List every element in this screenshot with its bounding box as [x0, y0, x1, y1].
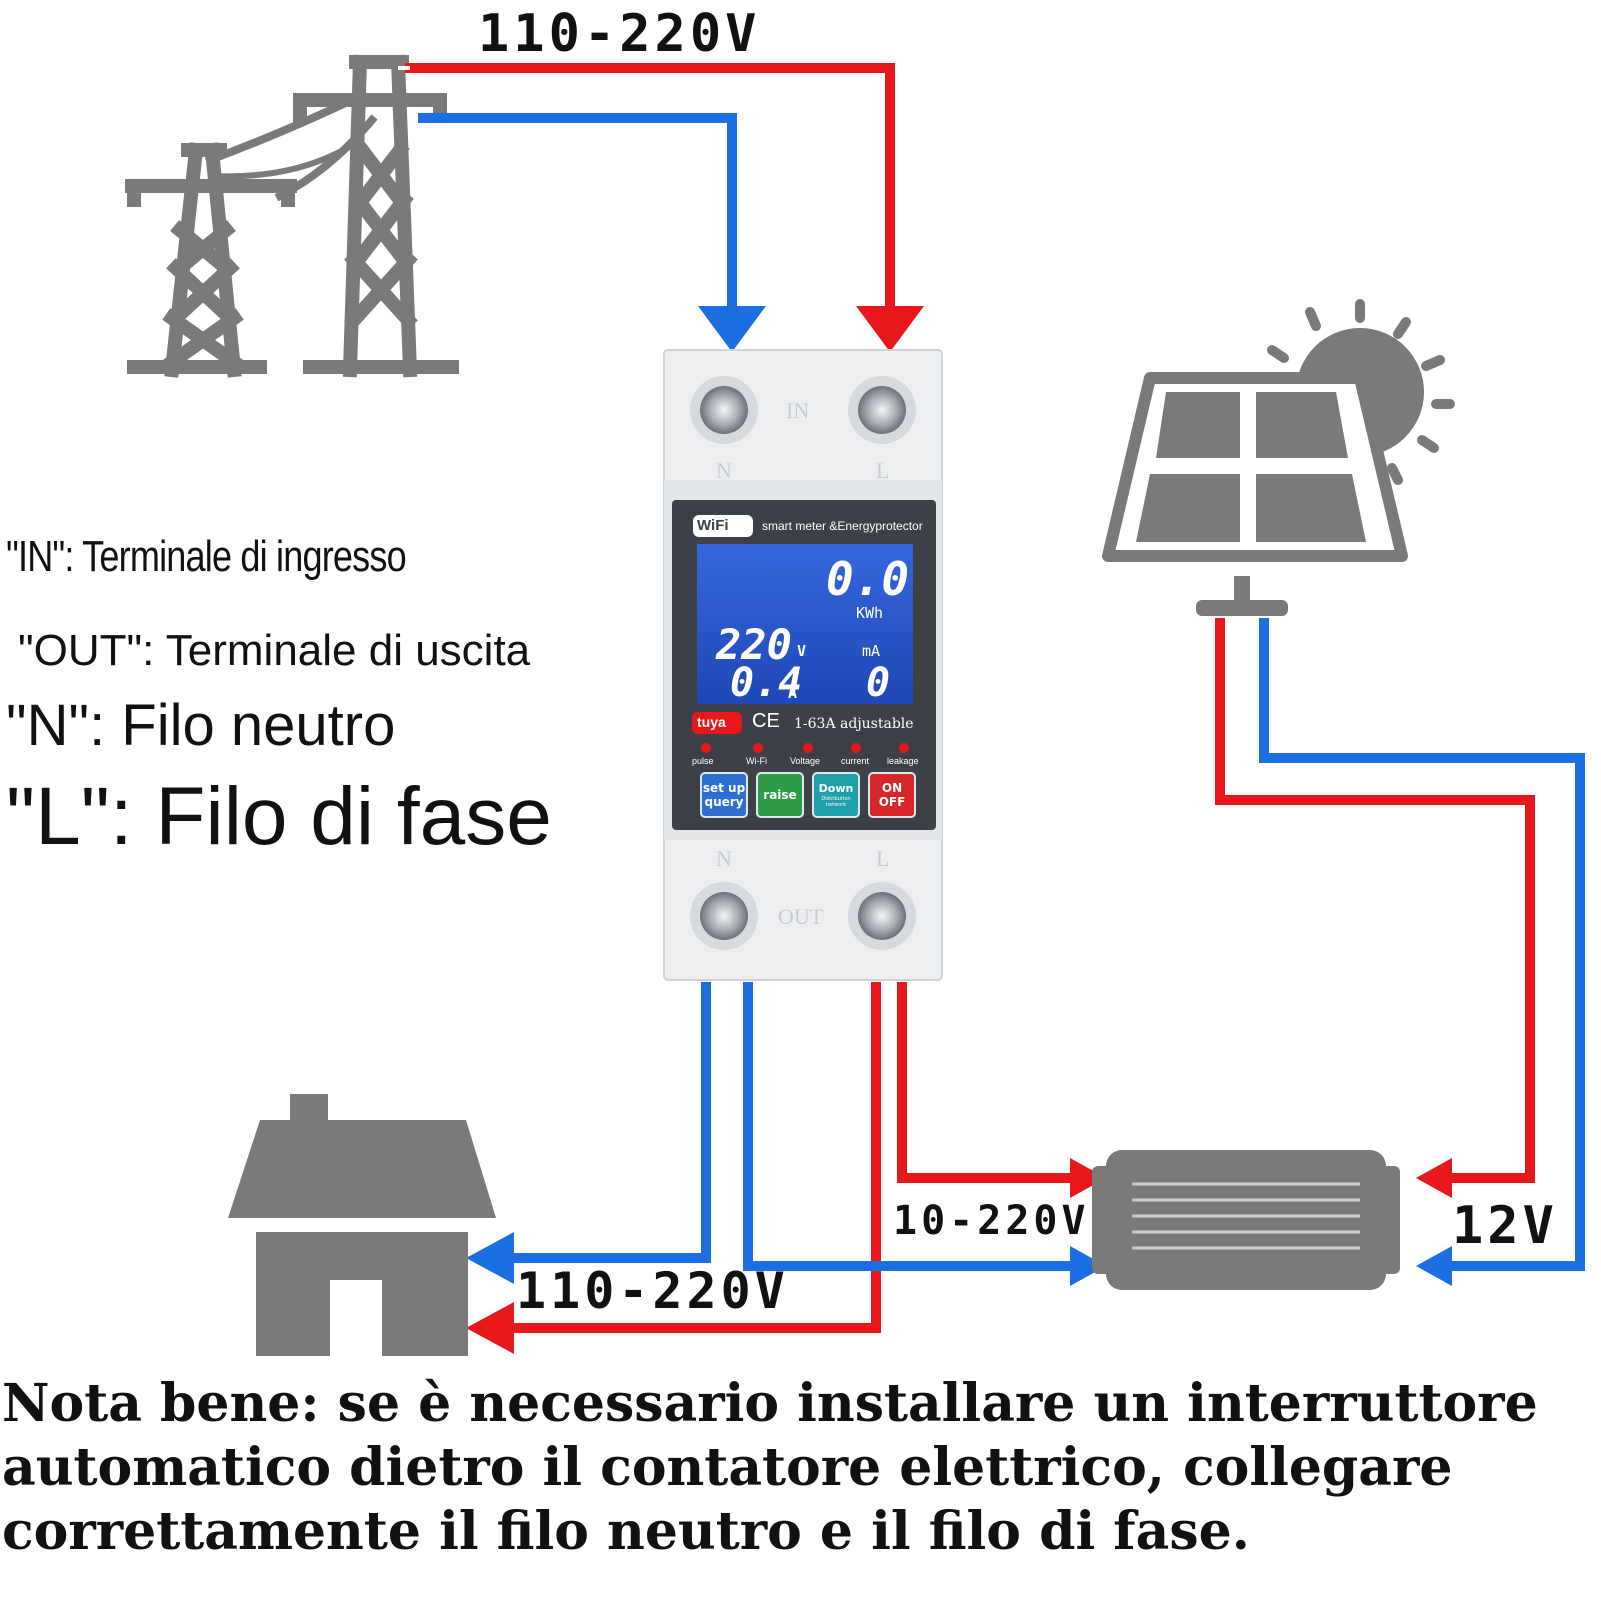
lcd-voltage: 220	[716, 620, 792, 669]
indicator-voltage: Voltage	[790, 756, 821, 766]
setup-query-button[interactable]: set up query	[700, 772, 748, 818]
on-off-button-label1: ON	[881, 781, 903, 795]
grid-live-arrow	[856, 306, 924, 352]
out-terminal-label: OUT	[778, 904, 824, 929]
setup-query-button-label2: query	[704, 795, 744, 809]
down-button-label: Down	[818, 782, 854, 795]
model-text: smart meter &Energyprotector	[762, 519, 923, 533]
lcd-leak: 0	[866, 660, 891, 706]
tuya-logo: tuya	[697, 714, 726, 730]
indicator-current: current	[841, 756, 870, 766]
setup-query-button-label1: set up	[702, 781, 746, 795]
legend-in: "IN": Terminale di ingresso	[6, 532, 407, 581]
lcd-voltage-unit: V	[797, 642, 807, 660]
wifi-badge: WiFi	[697, 517, 729, 534]
indicator-pulse: pulse	[692, 756, 714, 766]
ce-mark: CE	[752, 710, 780, 732]
house-live-arrow	[466, 1302, 514, 1354]
grid-neutral-arrow	[698, 306, 766, 352]
on-off-button[interactable]: ON OFF	[868, 772, 916, 818]
bottom-terminal-screws	[690, 882, 916, 950]
legend-out: "OUT": Terminale di uscita	[18, 626, 531, 675]
inverter-live-wire	[897, 982, 1082, 1183]
grid-voltage-label: 110-220V	[478, 4, 761, 64]
house-icon	[228, 1094, 496, 1356]
solar-panel-icon	[1102, 372, 1408, 616]
in-terminal-label: IN	[786, 398, 810, 423]
out-terminal-n-label: N	[716, 846, 732, 871]
in-terminal-l-label: L	[876, 458, 890, 483]
inverter-voltage-label: 10-220V	[893, 1198, 1090, 1244]
lcd-energy: 0.0	[826, 552, 910, 606]
indicator-leakage: leakage	[887, 756, 919, 766]
solar-live-wire	[1215, 618, 1535, 1183]
inverter-neutral-arrow	[1070, 1246, 1106, 1286]
in-terminal-n-label: N	[716, 458, 732, 483]
down-button-sublabel: Distribution network	[821, 796, 851, 808]
solar-neutral-arrow	[1416, 1246, 1452, 1286]
inverter-icon	[1092, 1150, 1400, 1290]
house-voltage-label: 110-220V	[516, 1262, 789, 1320]
lcd-energy-unit: KWh	[856, 604, 884, 622]
lcd-current-unit: A	[788, 684, 798, 702]
on-off-button-label2: OFF	[878, 795, 906, 809]
rating-text: 1-63A adjustable	[794, 716, 914, 732]
out-terminal-l-label: L	[876, 846, 890, 871]
house-live-wire	[498, 982, 881, 1333]
raise-button[interactable]: raise	[756, 772, 804, 818]
lcd-leak-unit: mA	[862, 642, 881, 660]
raise-button-label: raise	[763, 788, 797, 802]
indicator-wifi: Wi-Fi	[746, 756, 767, 766]
solar-neutral-wire	[1259, 618, 1585, 1271]
inverter-live-arrow	[1070, 1158, 1106, 1198]
power-pylons-icon	[125, 54, 459, 378]
top-terminal-screws	[690, 376, 916, 444]
legend-neutral: "N": Filo neutro	[6, 693, 396, 758]
down-button[interactable]: Down Distribution network	[812, 772, 860, 818]
solar-live-arrow	[1416, 1158, 1452, 1198]
house-neutral-arrow	[466, 1232, 514, 1284]
grid-live-wire	[405, 63, 895, 312]
inverter-neutral-wire	[743, 982, 1082, 1271]
grid-neutral-wire	[418, 113, 737, 312]
indicator-leds	[701, 743, 909, 753]
legend-live: "L": Filo di fase	[6, 771, 552, 862]
house-neutral-wire	[498, 982, 711, 1263]
wires	[405, 63, 1585, 1354]
lcd-current: 0.4	[730, 660, 803, 706]
smart-meter-device	[663, 349, 943, 981]
installation-note: Nota bene: se è necessario installare un…	[2, 1373, 1538, 1562]
solar-voltage-label: 12V	[1452, 1196, 1558, 1256]
